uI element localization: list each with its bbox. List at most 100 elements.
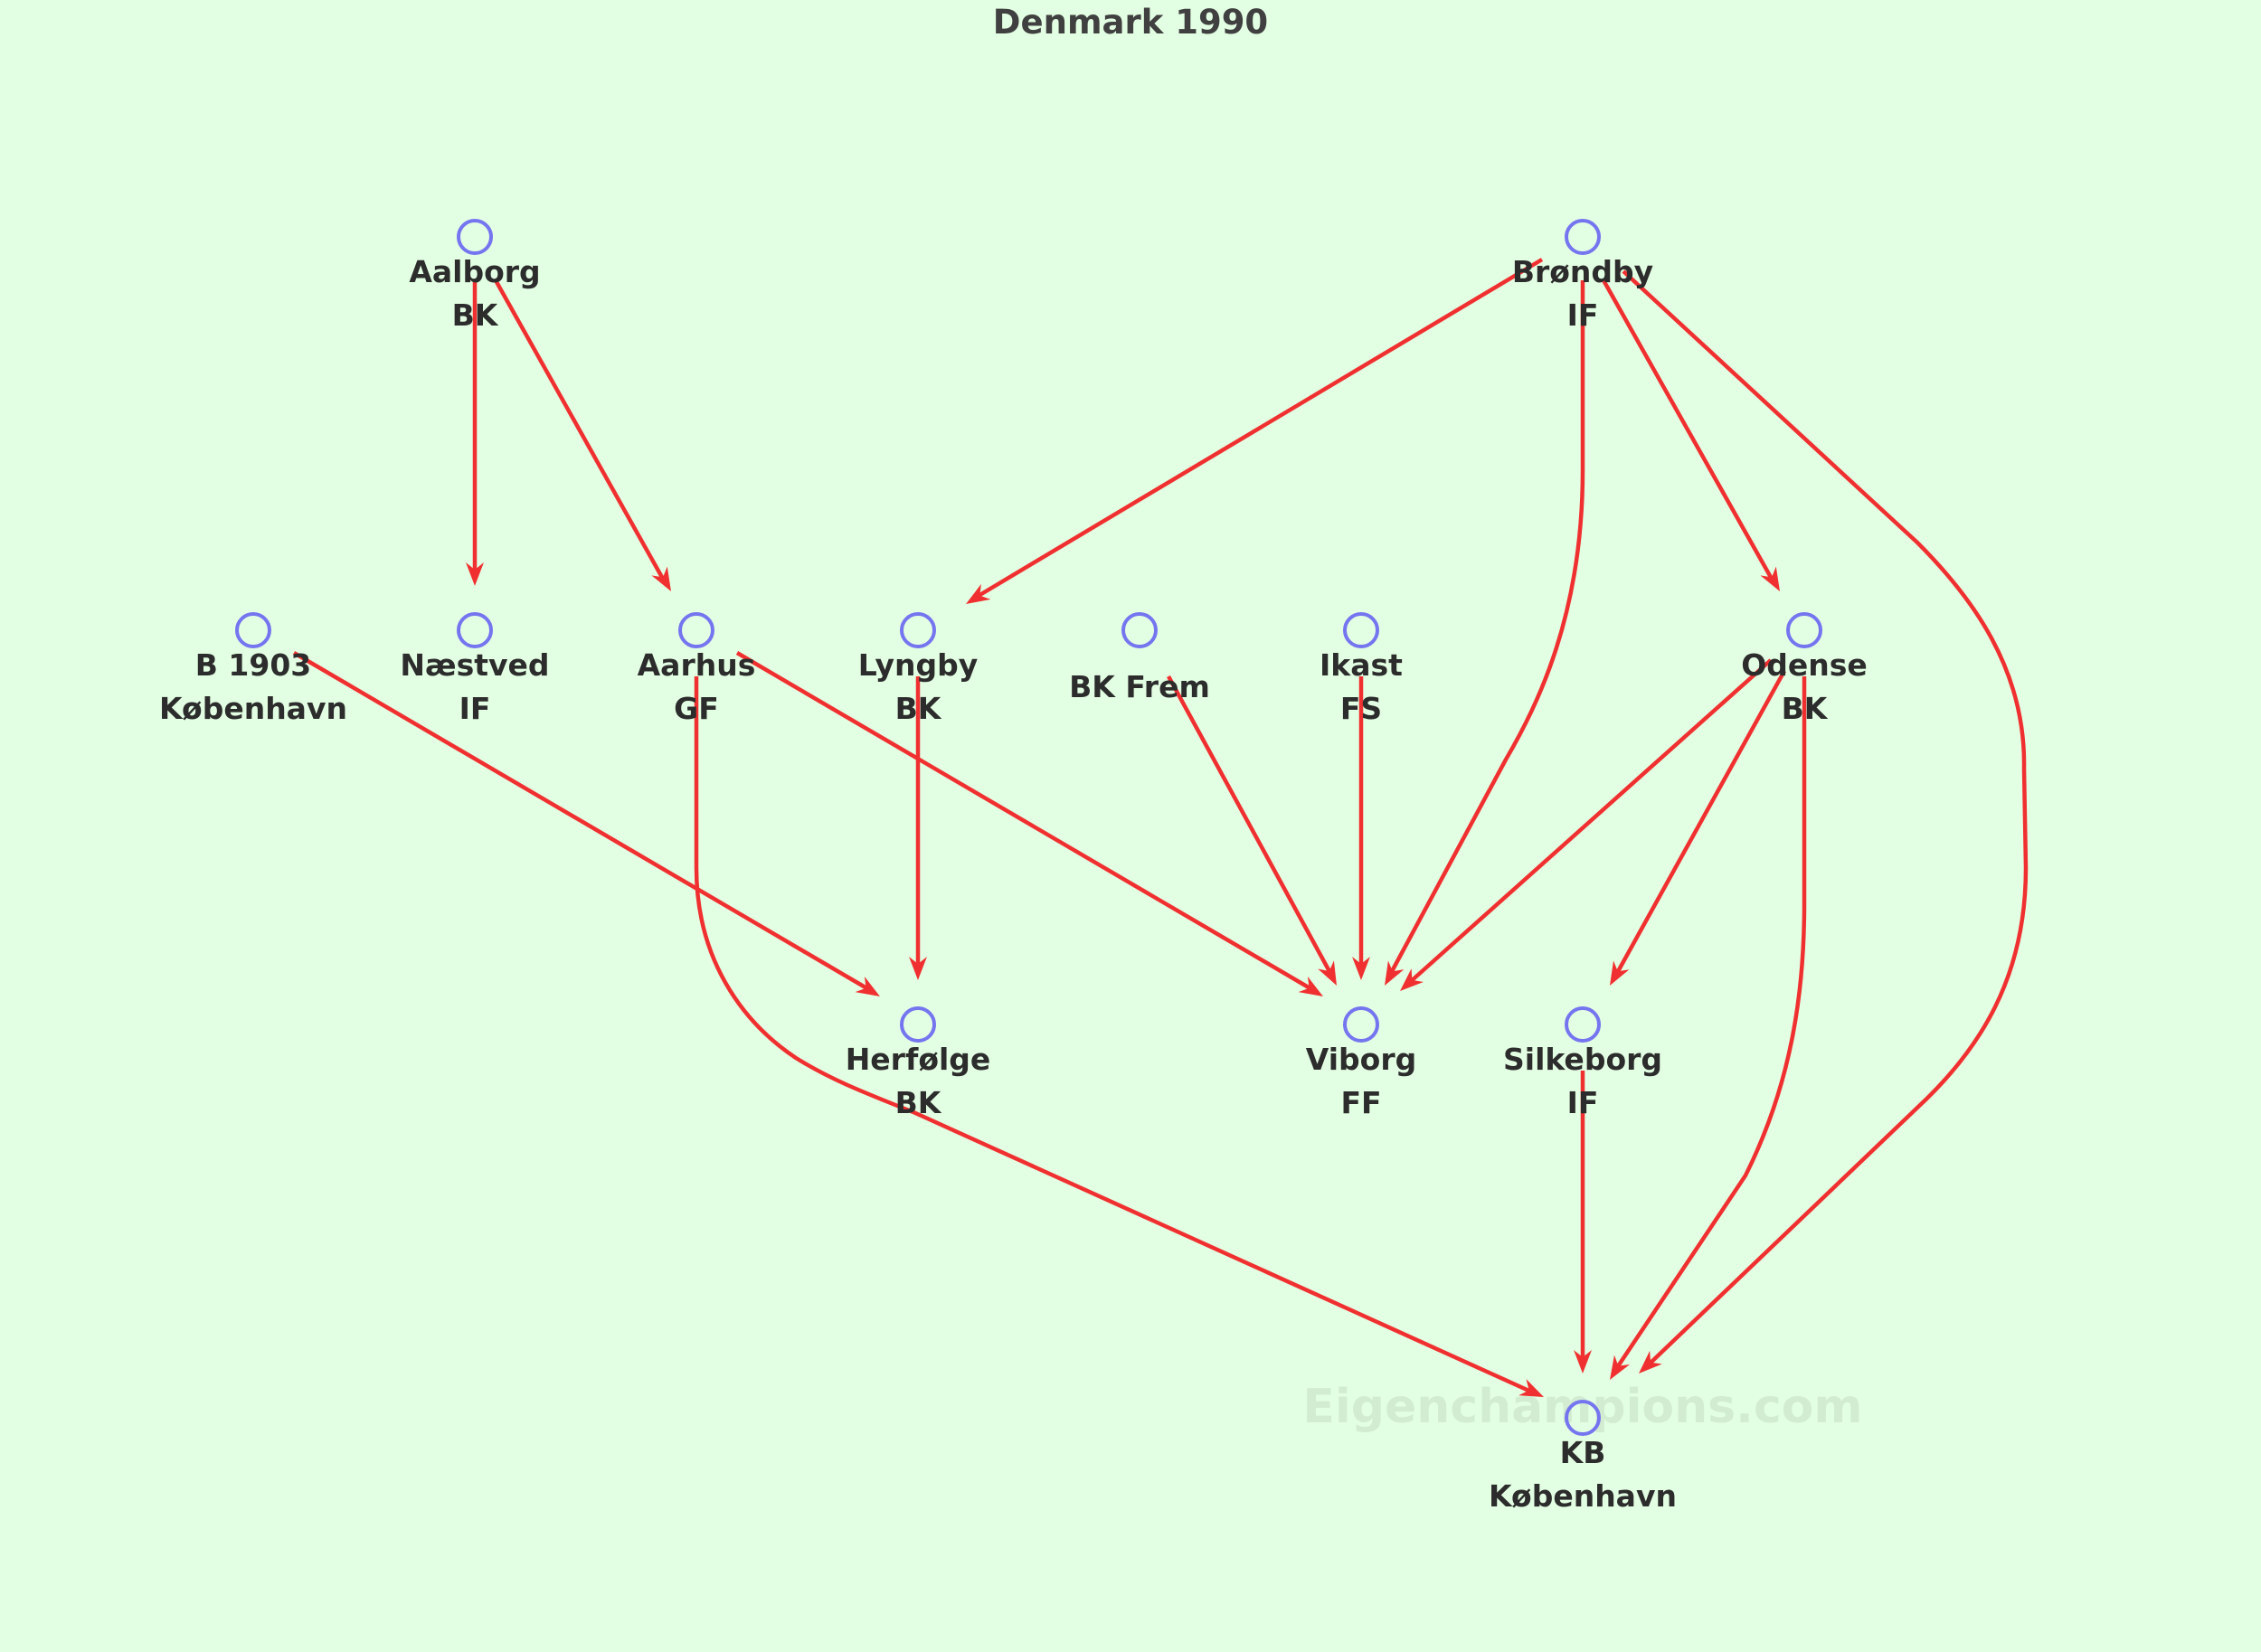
node-label: Brøndby [1512,254,1653,289]
node-label: Ikast [1320,647,1403,683]
node-circle [457,219,493,255]
node-label: BK Frem [1069,669,1210,704]
node-sublabel: FS [1340,691,1382,726]
edge-line [1622,269,2029,1367]
edge-brondby-to-odense [1602,278,1780,591]
arrowhead-icon [1518,1379,1544,1397]
node-sublabel: BK [1782,691,1829,726]
edge-odense-to-silkeborg [1610,669,1786,986]
edge-ikast-to-viborg [1352,676,1370,980]
arrowhead-icon [1400,968,1424,991]
node-sublabel: IF [459,691,491,726]
edge-line [694,676,1534,1395]
edge-line [975,258,1544,599]
arrowhead-icon [1385,960,1405,986]
edge-brondby-to-lyngby [966,258,1544,604]
edge-aalborg-to-aarhus [494,278,671,591]
arrowhead-icon [966,583,991,604]
edge-odense-to-kb [1610,676,1807,1380]
arrowhead-icon [1610,960,1630,986]
node-sublabel: BK [895,1085,942,1120]
node-label: Odense [1741,647,1868,683]
watermark: Eigenchampions.com [1302,1380,1862,1434]
node-label: KB [1560,1435,1606,1470]
arrowhead-icon [909,957,927,980]
node-label: Viborg [1306,1042,1416,1077]
arrowhead-icon [1760,566,1780,591]
edge-aalborg-to-naestved [466,282,484,586]
edge-line [1614,669,1786,977]
arrowhead-icon [1610,1355,1631,1380]
node-label: B 1903 [195,647,312,683]
arrowhead-icon [466,562,484,586]
node-label: Silkeborg [1503,1042,1662,1077]
edge-aarhus-to-viborg [735,651,1323,996]
edge-b1903-to-herfolge [292,651,880,996]
edges-layer [292,258,2029,1397]
node-circle [900,1006,936,1043]
edge-line [1407,658,1773,985]
edge-line [494,278,666,582]
node-sublabel: IF [1567,1085,1599,1120]
node-label: Aarhus [638,647,756,683]
arrowhead-icon [1574,1350,1592,1374]
node-sublabel: BK [895,691,942,726]
node-label: Næstved [400,647,549,683]
node-circle [1565,1400,1601,1436]
node-circle [235,612,271,648]
arrowhead-icon [1298,977,1323,996]
edge-line [1602,278,1774,582]
node-circle [457,612,493,648]
node-circle [1786,612,1822,648]
node-sublabel: København [159,691,347,726]
node-circle [1343,612,1379,648]
node-sublabel: København [1489,1478,1677,1514]
edge-line [1388,280,1585,977]
node-sublabel: FF [1340,1085,1381,1120]
node-label: Herfølge [846,1042,991,1077]
node-label: Lyngby [858,647,979,683]
node-bkfrem: BK Frem [1069,612,1210,704]
node-circle [900,612,936,648]
edge-line [292,651,872,992]
node-sublabel: IF [1567,297,1599,333]
node-circle [678,612,714,648]
arrowhead-icon [1639,1350,1662,1374]
node-kb: KB København [1489,1400,1677,1514]
node-circle [1565,1006,1601,1043]
arrowhead-icon [651,566,671,591]
edge-aarhus-to-kb [694,676,1544,1397]
arrowhead-icon [1352,957,1370,980]
node-sublabel: GF [674,691,719,726]
edge-bkfrem-to-viborg [1167,675,1337,986]
edge-line [735,651,1315,992]
diagram-title: Denmark 1990 [993,3,1268,42]
node-label: Aalborg [409,254,540,289]
edge-brondby-to-viborg [1385,280,1585,986]
edge-line [1167,675,1333,977]
node-sublabel: BK [452,297,499,333]
edge-line [1614,676,1807,1371]
edge-lyngby-to-herfolge [909,676,927,980]
node-circle [1343,1006,1379,1043]
node-circle [1121,612,1158,648]
node-circle [1565,219,1601,255]
arrowhead-icon [855,977,880,996]
edge-brondby-to-kb [1622,269,2029,1374]
arrowhead-icon [1318,960,1337,986]
edge-odense-to-viborg [1400,658,1773,991]
edge-silkeborg-to-kb [1574,1071,1592,1374]
